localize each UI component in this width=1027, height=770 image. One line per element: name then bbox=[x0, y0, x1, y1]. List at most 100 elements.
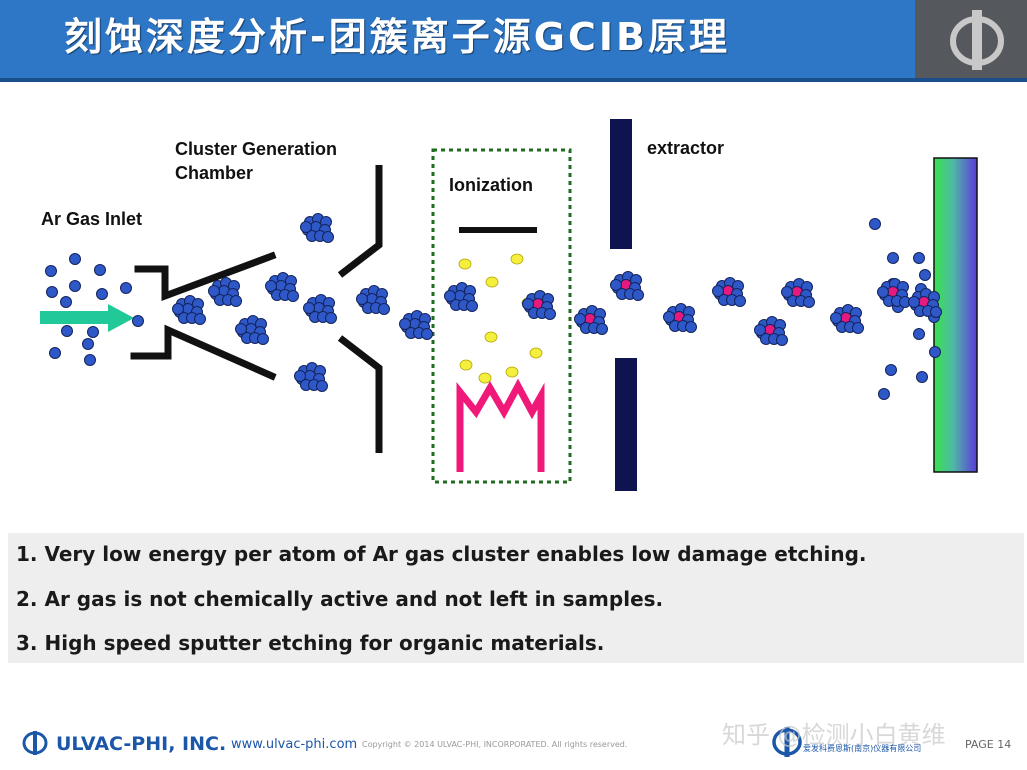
ion-cluster bbox=[663, 303, 697, 333]
cluster-atom bbox=[265, 280, 277, 292]
gcib-diagram bbox=[40, 119, 978, 491]
cluster-atom bbox=[322, 231, 334, 243]
label-cluster-chamber-line2: Chamber bbox=[175, 163, 254, 183]
cluster-atom bbox=[734, 295, 746, 307]
ar-cluster bbox=[356, 285, 390, 315]
ar-atom bbox=[96, 288, 108, 300]
cluster-atom bbox=[544, 308, 556, 320]
ar-atom bbox=[61, 325, 73, 337]
cluster-atom bbox=[712, 285, 724, 297]
ar-atom bbox=[60, 296, 72, 308]
note-1: 1. Very low energy per atom of Ar gas cl… bbox=[16, 542, 867, 566]
cluster-atom bbox=[356, 293, 368, 305]
ionization-box bbox=[431, 148, 572, 484]
electron bbox=[484, 331, 498, 343]
cluster-atom bbox=[300, 221, 312, 233]
footer-company-cn: 爱发科费恩斯(南京)仪器有限公司 bbox=[803, 744, 922, 753]
skimmer-walls bbox=[337, 165, 383, 453]
ar-cluster bbox=[399, 310, 433, 340]
cluster-atom bbox=[257, 333, 269, 345]
cluster-atom bbox=[316, 380, 328, 392]
header-bar: 刻蚀深度分析-团簇离子源GCIB原理 bbox=[0, 0, 1027, 82]
cluster-atom bbox=[303, 302, 315, 314]
footer-url-link[interactable]: www.ulvac-phi.com bbox=[231, 737, 358, 752]
ion-cluster bbox=[830, 304, 864, 334]
ar-atom bbox=[919, 269, 931, 281]
cluster-atom bbox=[930, 306, 942, 318]
footer-watermark: 知乎 @检测小白黄维 bbox=[722, 721, 946, 749]
ar-atom bbox=[87, 326, 99, 338]
filament-icon bbox=[456, 378, 545, 472]
cluster-atom bbox=[632, 289, 644, 301]
cluster-atom bbox=[466, 300, 478, 312]
cluster-atom bbox=[663, 311, 675, 323]
ar-atom bbox=[913, 252, 925, 264]
footer-right-logo-icon bbox=[772, 727, 802, 757]
label-ionization: Ionization bbox=[449, 175, 533, 195]
cluster-atom bbox=[235, 323, 247, 335]
cluster-atom bbox=[830, 312, 842, 324]
ar-atom bbox=[69, 253, 81, 265]
footer-page-number: PAGE 14 bbox=[965, 738, 1012, 751]
extractor-plate-bottom bbox=[615, 358, 637, 491]
header-separator bbox=[0, 78, 1027, 82]
cluster-atom bbox=[685, 321, 697, 333]
header-logo-box bbox=[915, 0, 1027, 82]
notes-panel: 1. Very low energy per atom of Ar gas cl… bbox=[8, 533, 1024, 663]
cluster-atom bbox=[325, 312, 337, 324]
electron bbox=[505, 366, 519, 378]
ion-cluster bbox=[712, 277, 746, 307]
cluster-atom bbox=[522, 298, 534, 310]
ar-atom bbox=[916, 371, 928, 383]
ar-atom bbox=[913, 328, 925, 340]
ulvac-phi-logo-icon bbox=[22, 731, 48, 755]
page-title: 刻蚀深度分析-团簇离子源GCIB原理 bbox=[64, 15, 730, 59]
ar-atom bbox=[885, 364, 897, 376]
cluster-atom bbox=[172, 303, 184, 315]
cluster-atom bbox=[399, 318, 411, 330]
cluster-atom bbox=[421, 328, 433, 340]
nozzle-walls bbox=[130, 251, 277, 381]
ar-atom bbox=[132, 315, 144, 327]
cluster-atom bbox=[754, 324, 766, 336]
cluster-atom bbox=[596, 323, 608, 335]
cluster-atom bbox=[776, 334, 788, 346]
ar-cluster bbox=[265, 272, 299, 302]
ar-atom bbox=[94, 264, 106, 276]
phi-logo-icon bbox=[950, 10, 1004, 70]
ar-atom bbox=[46, 286, 58, 298]
label-cluster-chamber-line1: Cluster Generation bbox=[175, 139, 338, 159]
cluster-atom bbox=[208, 285, 220, 297]
ion-cluster bbox=[781, 278, 815, 308]
ar-cluster bbox=[294, 362, 328, 392]
ar-atom bbox=[49, 347, 61, 359]
ar-atom bbox=[84, 354, 96, 366]
note-2: 2. Ar gas is not chemically active and n… bbox=[16, 587, 664, 611]
electron bbox=[510, 253, 524, 265]
cluster-atom bbox=[803, 296, 815, 308]
note-3: 3. High speed sputter etching for organi… bbox=[16, 631, 605, 655]
cluster-atom bbox=[294, 370, 306, 382]
ar-cluster bbox=[235, 315, 269, 345]
ar-cluster bbox=[172, 295, 206, 325]
footer: ULVAC-PHI, INC. www.ulvac-phi.com Copyri… bbox=[0, 715, 1027, 770]
cluster-atom bbox=[852, 322, 864, 334]
ar-atom bbox=[82, 338, 94, 350]
ion-cluster bbox=[877, 278, 911, 308]
cluster-atom bbox=[781, 286, 793, 298]
electron bbox=[459, 359, 473, 371]
ion-cluster bbox=[908, 288, 942, 318]
ar-atom bbox=[45, 265, 57, 277]
ar-cluster bbox=[444, 282, 478, 312]
electron bbox=[529, 347, 543, 359]
footer-copyright: Copyright © 2014 ULVAC-PHI, INCORPORATED… bbox=[362, 740, 628, 749]
ar-cluster bbox=[300, 213, 334, 243]
ar-atom bbox=[887, 252, 899, 264]
electron bbox=[485, 276, 499, 288]
cluster-atom bbox=[610, 279, 622, 291]
ar-cluster bbox=[303, 294, 337, 324]
label-extractor: extractor bbox=[647, 138, 725, 158]
electron bbox=[458, 258, 472, 270]
ion-cluster bbox=[522, 290, 556, 320]
cluster-atom bbox=[908, 296, 920, 308]
